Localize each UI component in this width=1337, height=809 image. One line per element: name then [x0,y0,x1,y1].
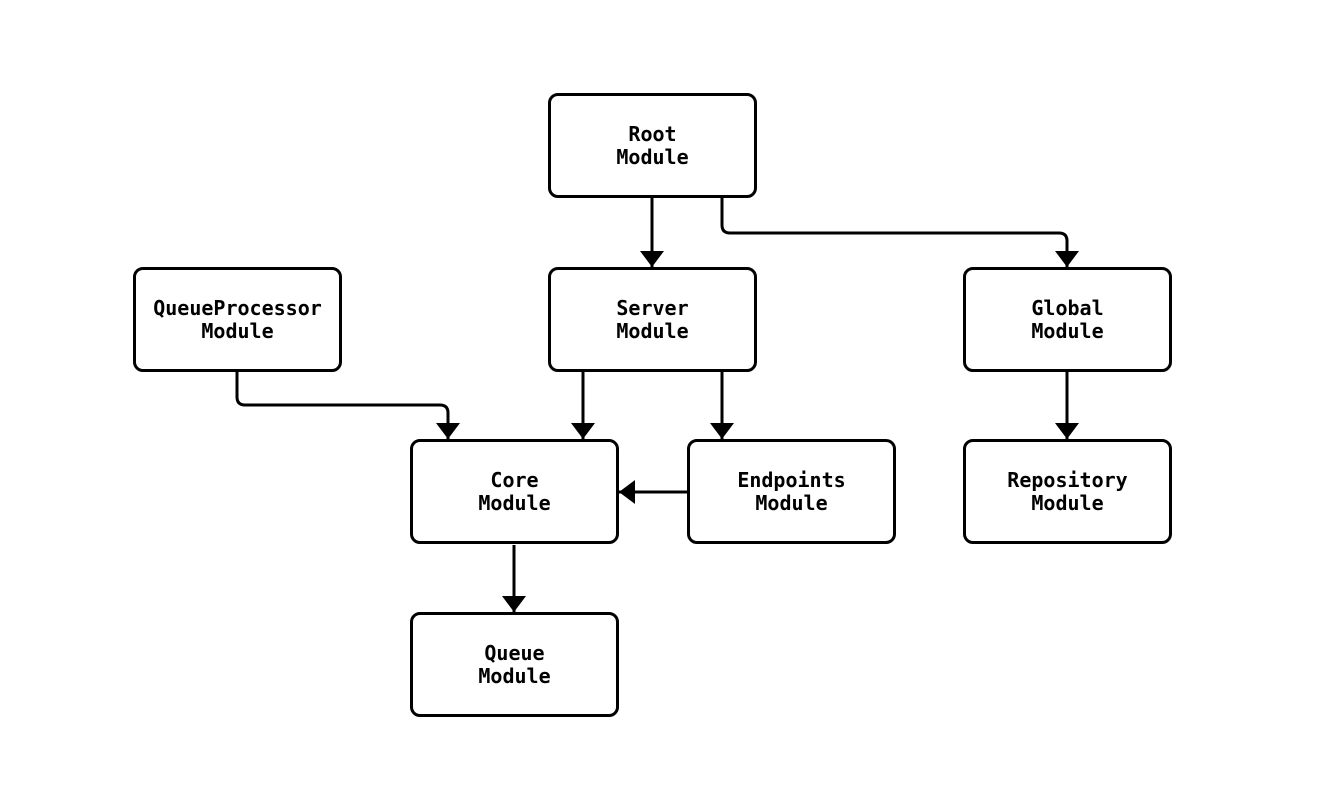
node-label: Core Module [478,467,551,515]
node-label: Server Module [616,295,689,343]
edge-queueprocessor-to-core [235,372,460,439]
node-core-module: Core Module [410,439,619,544]
node-server-module: Server Module [548,267,757,372]
node-repository-module: Repository Module [963,439,1172,544]
edges-group [235,198,1079,612]
node-label: Endpoints Module [737,467,846,515]
node-label: Root Module [616,121,689,169]
node-root-module: Root Module [548,93,757,198]
node-label: QueueProcessor Module [153,295,322,343]
node-label: Global Module [1031,295,1104,343]
node-queue-module: Queue Module [410,612,619,717]
node-global-module: Global Module [963,267,1172,372]
edge-root-to-global [720,198,1079,267]
node-endpoints-module: Endpoints Module [687,439,896,544]
node-queueprocessor-module: QueueProcessor Module [133,267,342,372]
node-label: Repository Module [1007,467,1128,515]
node-label: Queue Module [478,640,551,688]
